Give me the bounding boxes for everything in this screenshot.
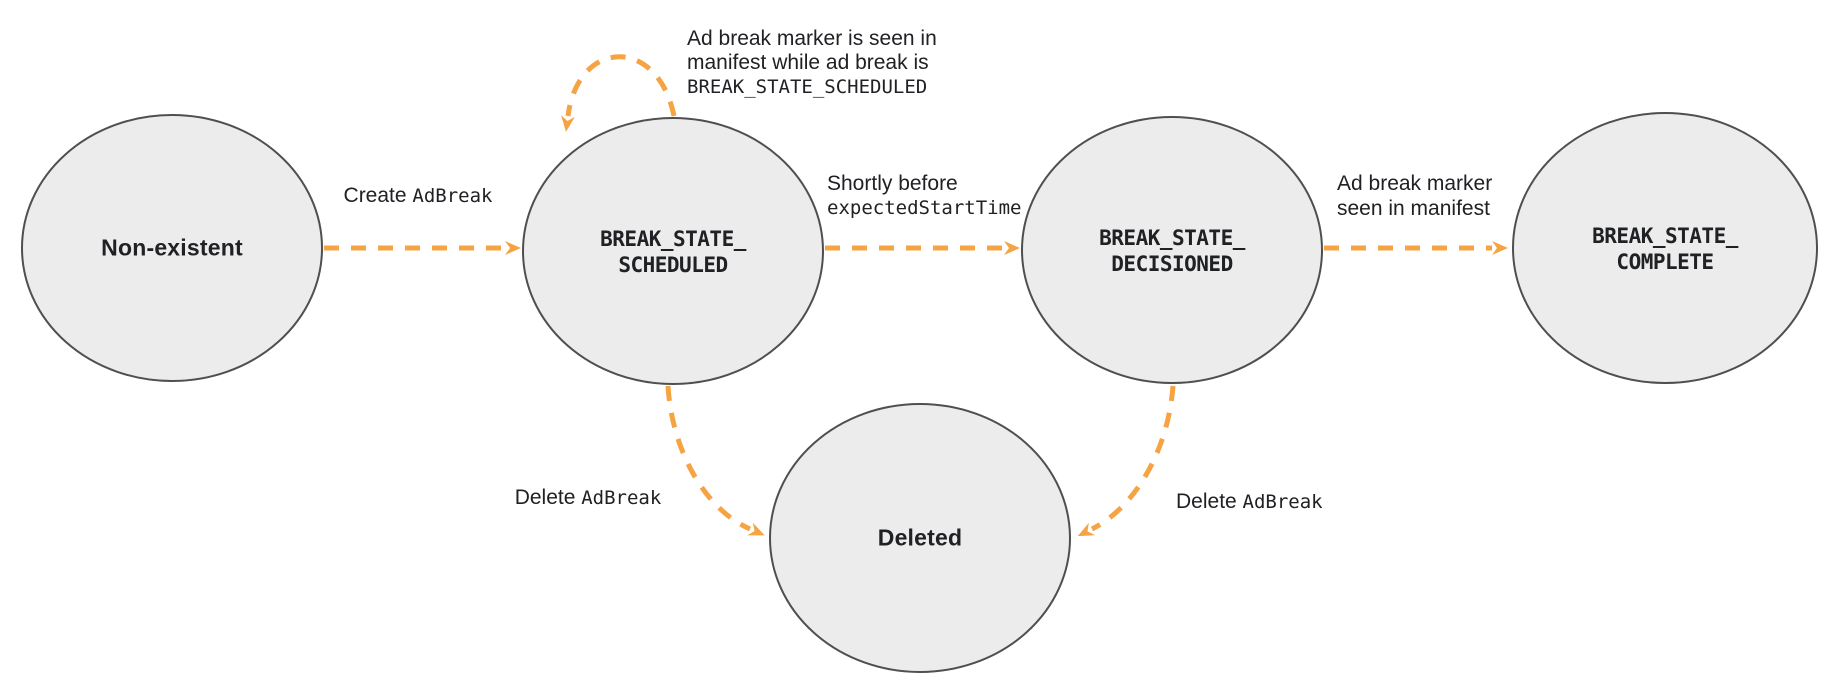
state-label-complete-line2: COMPLETE: [1616, 250, 1714, 274]
state-label-deleted: Deleted: [877, 524, 963, 551]
state-label-complete-line1: BREAK_STATE_: [1592, 224, 1738, 248]
transition-label-delete-from-scheduled-code: AdBreak: [581, 487, 662, 509]
transition-label-to-complete-line1: Ad break marker: [1337, 172, 1493, 195]
transition-label-delete-from-scheduled-text: Delete: [514, 486, 582, 509]
transition-label-delete-from-decisioned-code: AdBreak: [1242, 491, 1323, 513]
transition-label-delete-from-scheduled: Delete AdBreak: [515, 485, 662, 511]
transition-arrow-self-loop: [561, 54, 677, 132]
transition-label-to-complete-line2: seen in manifest: [1337, 197, 1490, 220]
state-label-decisioned: BREAK_STATE_ DECISIONED: [1099, 225, 1245, 277]
transition-label-to-decisioned: Shortly before expectedStartTime: [827, 171, 1021, 221]
state-node-non-existent: [21, 114, 323, 382]
transition-label-to-decisioned-code: expectedStartTime: [827, 197, 1022, 219]
transition-arrow-delete-from-scheduled: [665, 385, 765, 536]
state-label-decisioned-line2: DECISIONED: [1111, 252, 1233, 276]
transition-label-delete-from-decisioned: Delete AdBreak: [1176, 489, 1323, 515]
transition-label-self-loop: Ad break marker is seen in manifest whil…: [687, 27, 937, 99]
transition-label-self-loop-line1: Ad break marker is seen in: [687, 27, 937, 50]
state-node-deleted: [769, 403, 1071, 673]
transition-label-to-complete: Ad break marker seen in manifest: [1337, 171, 1492, 221]
transition-label-create-text: Create: [343, 184, 413, 207]
state-label-decisioned-line1: BREAK_STATE_: [1099, 226, 1245, 250]
transition-label-delete-from-decisioned-text: Delete: [1176, 490, 1243, 513]
state-label-scheduled-line2: SCHEDULED: [618, 253, 728, 277]
state-node-complete: [1512, 112, 1818, 384]
transition-label-create-code: AdBreak: [412, 185, 493, 207]
transition-label-to-decisioned-line1: Shortly before: [827, 172, 958, 195]
state-label-complete: BREAK_STATE_ COMPLETE: [1592, 223, 1738, 275]
state-label-scheduled: BREAK_STATE_ SCHEDULED: [600, 226, 746, 278]
transition-label-self-loop-line2: manifest while ad break is: [687, 51, 929, 74]
transition-label-create: Create AdBreak: [344, 183, 493, 209]
state-node-scheduled: [522, 117, 824, 385]
state-node-decisioned: [1021, 116, 1323, 384]
transition-label-self-loop-code: BREAK_STATE_SCHEDULED: [687, 76, 928, 98]
state-label-scheduled-line1: BREAK_STATE_: [600, 227, 746, 251]
state-label-non-existent: Non-existent: [101, 234, 243, 261]
transition-arrow-delete-from-decisioned: [1077, 385, 1176, 537]
